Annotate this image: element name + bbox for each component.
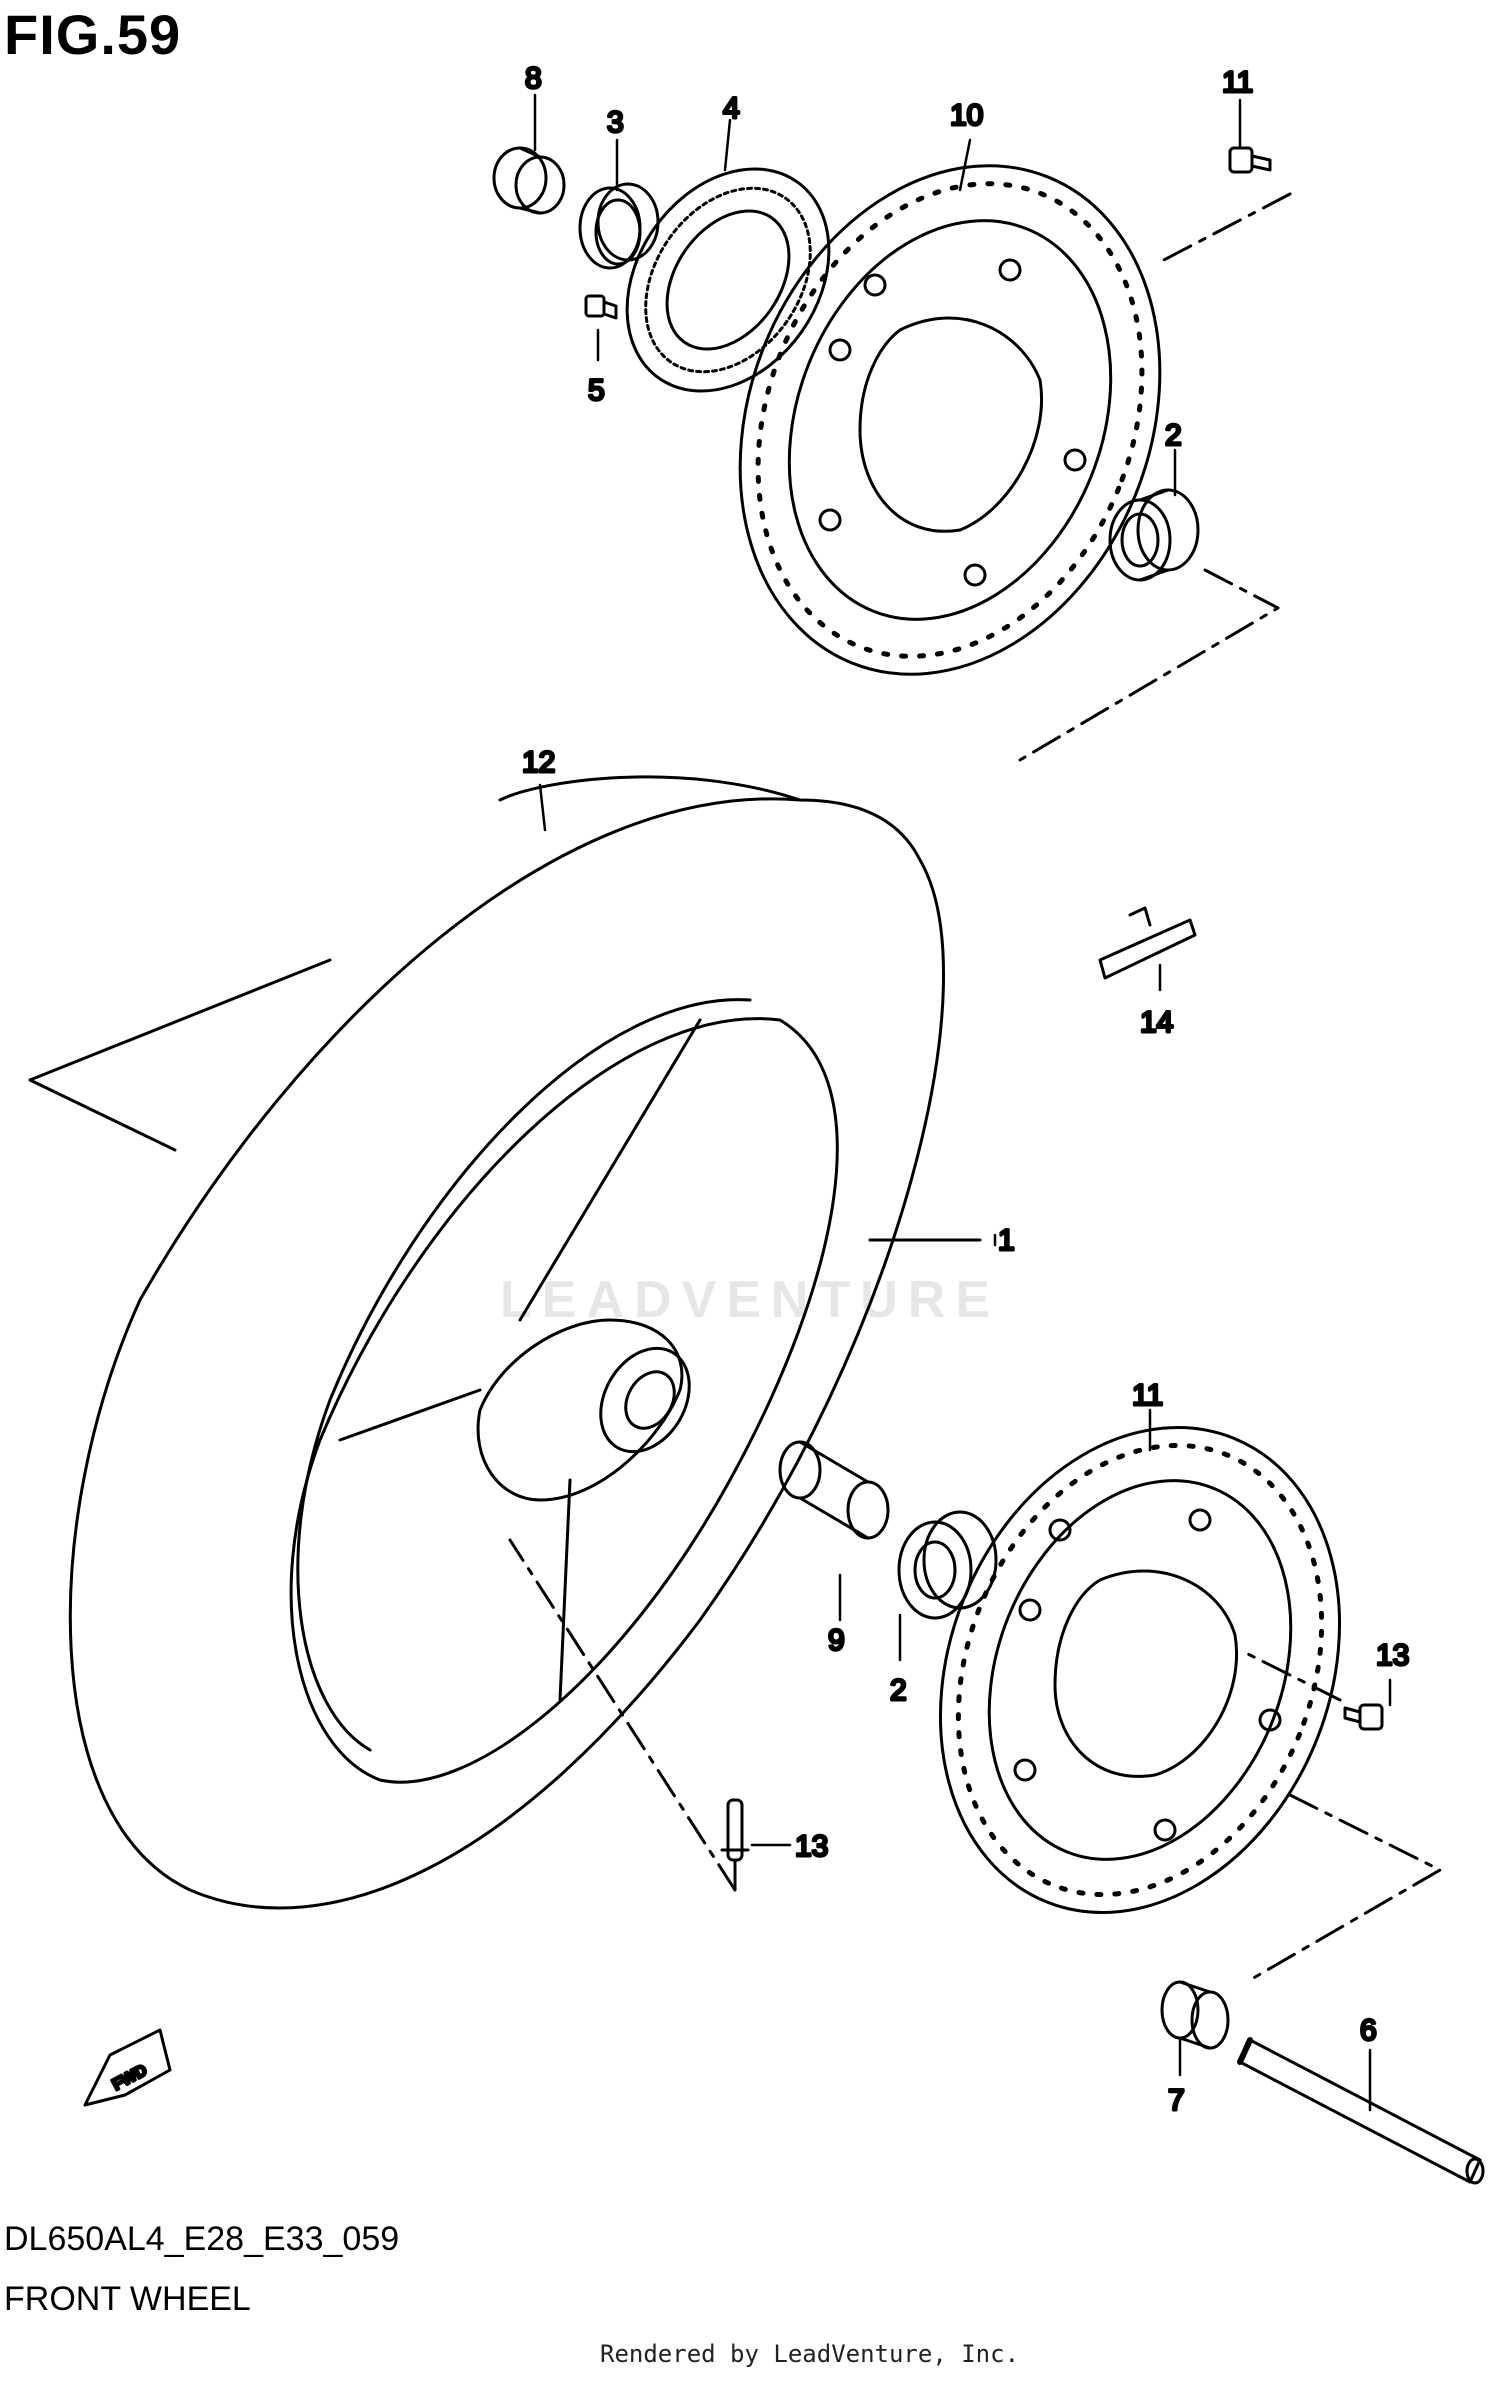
callout-11b: 13	[1376, 1639, 1409, 1672]
callout-12: 12	[522, 746, 555, 779]
axle-part-6	[1237, 1793, 1485, 2185]
bearing-part-2-upper	[1018, 488, 1280, 762]
brake-disc-part-10-upper	[738, 164, 1162, 676]
callout-5: 5	[588, 374, 605, 407]
bolt-part-11-lower	[1238, 1648, 1384, 1731]
balance-weight-part-14	[1098, 906, 1197, 980]
spacer-part-9	[778, 1440, 890, 1540]
callout-leaders	[533, 93, 1392, 2112]
callout-11a: 11	[1222, 66, 1253, 99]
brake-disc-part-10-lower	[938, 1426, 1342, 1914]
watermark: LEADVENTURE	[500, 1271, 1001, 1329]
render-credit: Rendered by LeadVenture, Inc.	[600, 2340, 1020, 2368]
callout-4: 4	[723, 92, 740, 125]
fwd-label: FWD	[110, 2062, 150, 2094]
figure-title: FIG.59	[4, 3, 182, 66]
callout-14: 14	[1140, 1006, 1173, 1039]
oil-seal-part-3	[578, 182, 660, 270]
callout-3: 3	[607, 106, 624, 139]
callout-8: 8	[525, 62, 542, 95]
wheel-and-tire-part-1-12	[28, 775, 982, 1910]
callout-7: 7	[1168, 2084, 1185, 2117]
callout-6: 6	[1360, 2014, 1377, 2047]
screw-part-5	[584, 294, 618, 320]
callout-13: 13	[795, 1830, 828, 1863]
collar-part-7	[1160, 1980, 1230, 2050]
callout-1: 1	[998, 1224, 1015, 1257]
callout-10b: 11	[1132, 1379, 1163, 1412]
callout-2a: 2	[1165, 419, 1182, 452]
callout-10a: 10	[950, 99, 983, 132]
model-code: DL650AL4_E28_E33_059	[4, 2220, 400, 2258]
bolt-part-11-top	[1158, 146, 1292, 264]
collar-part-8	[492, 146, 566, 215]
section-name: FRONT WHEEL	[4, 2280, 251, 2318]
callout-9: 9	[828, 1624, 845, 1657]
callout-2b: 2	[890, 1674, 907, 1707]
valve-part-13	[508, 1538, 750, 1892]
fwd-arrow	[83, 2028, 172, 2107]
sensor-rotor-part-4	[625, 167, 831, 393]
